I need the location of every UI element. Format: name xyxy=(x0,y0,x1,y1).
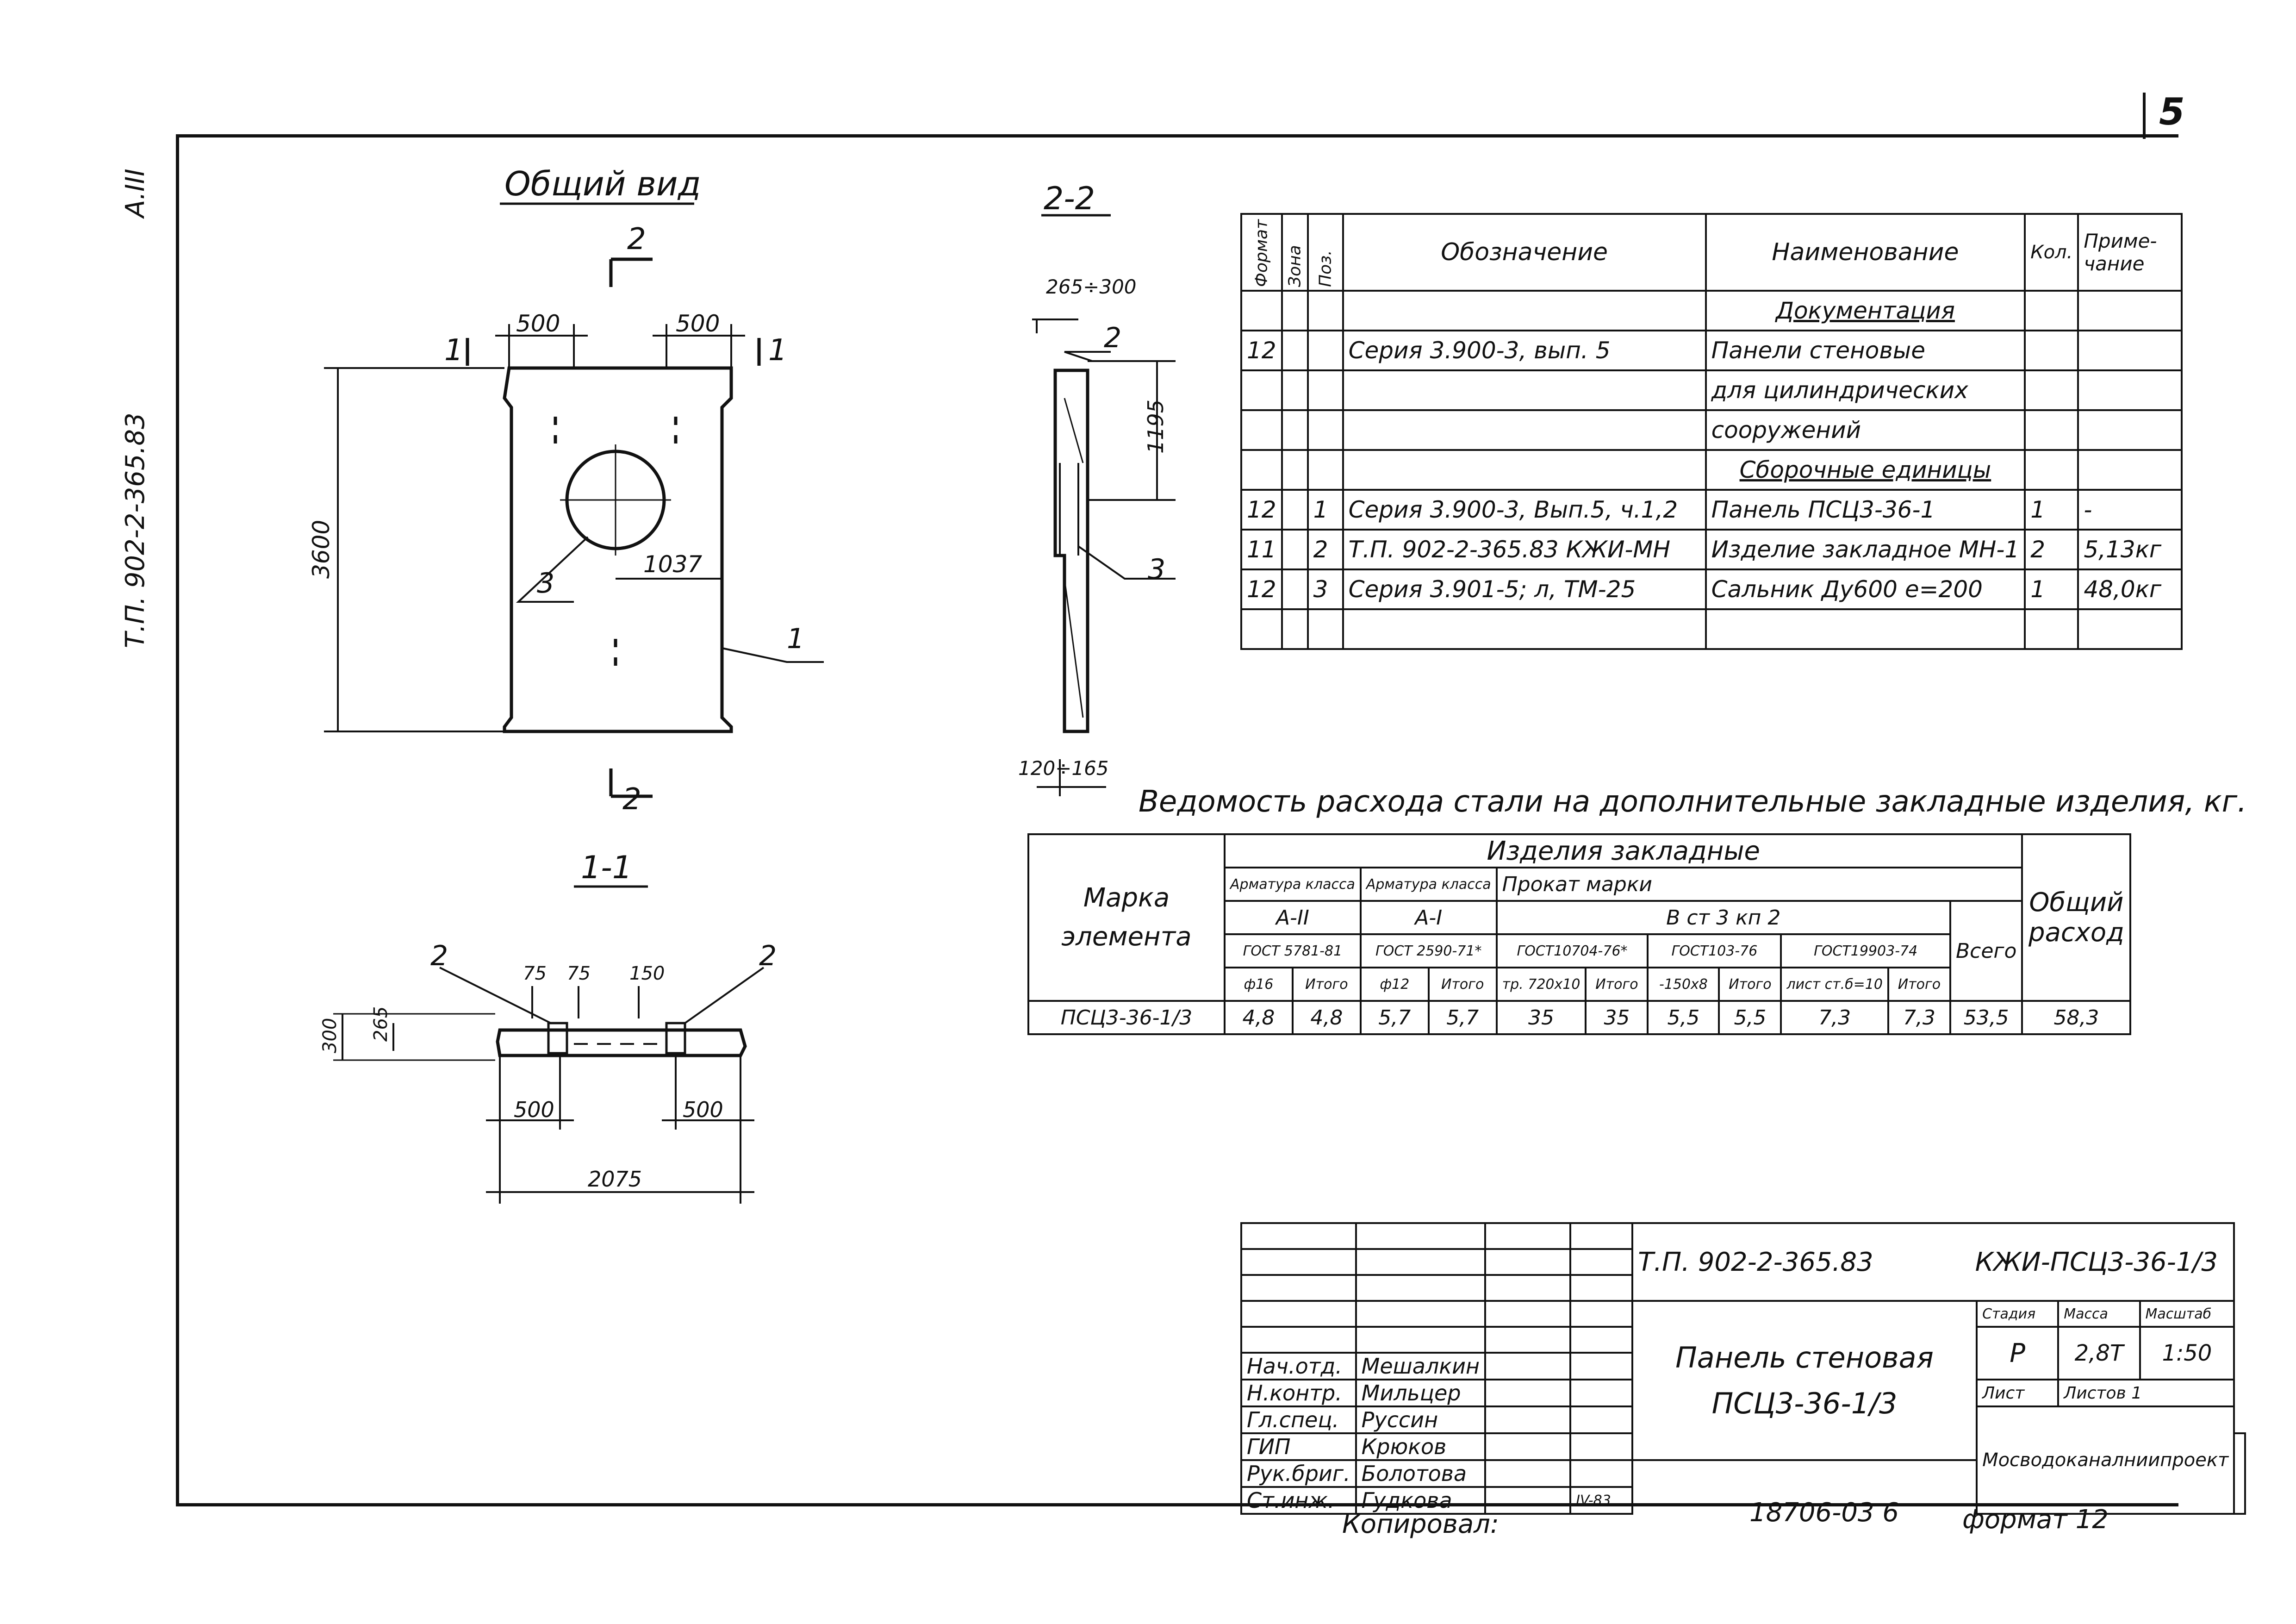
spec-h-zone: Зона xyxy=(1282,214,1308,291)
steel-h-a1: А-I xyxy=(1359,900,1498,935)
spec-h-pos: Поз. xyxy=(1307,214,1343,291)
dim-width-right: 500 xyxy=(676,310,720,337)
dim-11-265: 265 xyxy=(370,1006,392,1042)
steel-h-a2: А-II xyxy=(1224,900,1362,935)
dim-11-75a: 75 xyxy=(523,963,547,984)
dim-22-top: 265÷300 xyxy=(1046,275,1137,298)
steel-row-mark: ПСЦ3-36-1/3 xyxy=(1027,1000,1226,1035)
spec-section-documentation: Документация xyxy=(1705,290,2026,331)
dim-11-150: 150 xyxy=(629,963,665,984)
footer-format: формат 12 xyxy=(1962,1505,2109,1535)
spec-h-format: Формат xyxy=(1241,214,1282,291)
steel-h-general: Общий расход xyxy=(2021,833,2132,1002)
dim-width-left: 500 xyxy=(516,310,560,337)
spec-row: для цилиндрических xyxy=(1240,369,2183,411)
specification-table: Формат Зона Поз. Обозначение Наименовани… xyxy=(1240,213,2183,650)
spec-h-note: Приме-чание xyxy=(2077,213,2183,292)
dim-11-500b: 500 xyxy=(683,1097,723,1122)
dim-height: 3600 xyxy=(308,519,335,579)
stamp-title-2: ПСЦ3-36-1/3 xyxy=(1711,1387,1898,1420)
stamp-scale: 1:50 xyxy=(2139,1326,2235,1380)
spec-row: сооружений xyxy=(1240,409,2183,451)
callout-3: 3 xyxy=(537,567,555,600)
footer-inventory: 18706-03 6 xyxy=(1749,1498,1899,1528)
dim-11-2075: 2075 xyxy=(588,1167,642,1192)
callout-11-2a: 2 xyxy=(430,940,448,972)
section-mark-2-top: 2 xyxy=(627,222,646,256)
drawing-frame xyxy=(176,134,2178,1506)
page-tick xyxy=(2143,93,2146,139)
general-view-title: Общий вид xyxy=(504,164,701,203)
steel-h-vst: В ст 3 кп 2 xyxy=(1495,900,1951,935)
section-mark-1-right: 1 xyxy=(768,333,787,368)
stamp-doc: КЖИ-ПСЦ3-36-1/3 xyxy=(1975,1247,2218,1277)
stamp-mass: 2,8Т xyxy=(2057,1326,2141,1380)
section-2-2-title: 2-2 xyxy=(1044,181,1095,217)
section-mark-2-bottom: 2 xyxy=(622,782,641,817)
dim-hole-offset: 1037 xyxy=(643,551,703,578)
stamp-org: Мосводоканалниипроект xyxy=(1976,1405,2235,1515)
steel-row-total: 53,5 xyxy=(1949,1000,2023,1035)
spec-row: Сборочные единицы xyxy=(1240,449,2183,491)
dim-11-500a: 500 xyxy=(514,1097,554,1122)
stamp-stage: Р xyxy=(1976,1326,2060,1380)
spec-row: Документация xyxy=(1240,290,2183,331)
section-mark-1-left: 1 xyxy=(444,333,463,368)
steel-h-arm-a1: Арматура класса xyxy=(1359,867,1498,902)
stamp-date: IV-83 xyxy=(1569,1486,1634,1515)
page-number: 5 xyxy=(2159,90,2185,133)
spec-row xyxy=(1240,608,2183,650)
dim-22-height: 1195 xyxy=(1143,399,1168,454)
steel-table-caption: Ведомость расхода стали на дополнительны… xyxy=(1139,785,2247,819)
steel-row: ПСЦ3-36-1/3 4,8 4,8 5,7 5,7 35 35 5,5 5,… xyxy=(1027,1000,2132,1035)
callout-22-3: 3 xyxy=(1148,553,1166,586)
stamp-title-1: Панель стеновая xyxy=(1675,1340,1934,1374)
steel-h-items: Изделия закладные xyxy=(1223,833,2023,868)
spec-section-assemblies: Сборочные единицы xyxy=(1705,449,2026,491)
steel-row-general: 58,3 xyxy=(2021,1000,2132,1035)
spec-h-designation: Обозначение xyxy=(1342,213,1707,292)
steel-h-total: Всего xyxy=(1949,900,2023,1002)
spec-h-name: Наименование xyxy=(1705,213,2026,292)
spec-h-qty: Кол. xyxy=(2024,213,2079,292)
dim-11-75b: 75 xyxy=(567,963,591,984)
steel-table: Марка элемента Изделия закладные Общий р… xyxy=(1027,833,2132,1035)
section-1-1-title: 1-1 xyxy=(581,849,633,886)
footer-copied: Копировал: xyxy=(1342,1509,1499,1539)
callout-22-2: 2 xyxy=(1104,322,1122,354)
dim-22-bottom: 120÷165 xyxy=(1018,757,1109,780)
steel-h-arm-a2: Арматура класса xyxy=(1224,867,1362,902)
callout-11-2b: 2 xyxy=(759,940,777,972)
title-block: Т.П. 902-2-365.83 КЖИ-ПСЦ3-36-1/3 Панель … xyxy=(1240,1222,2246,1515)
steel-h-prokat: Прокат марки xyxy=(1495,867,2023,902)
steel-h-mark: Марка элемента xyxy=(1027,833,1226,1002)
stamp-code: Т.П. 902-2-365.83 xyxy=(1638,1247,1873,1277)
dim-11-300: 300 xyxy=(319,1018,341,1053)
callout-1: 1 xyxy=(787,623,805,655)
